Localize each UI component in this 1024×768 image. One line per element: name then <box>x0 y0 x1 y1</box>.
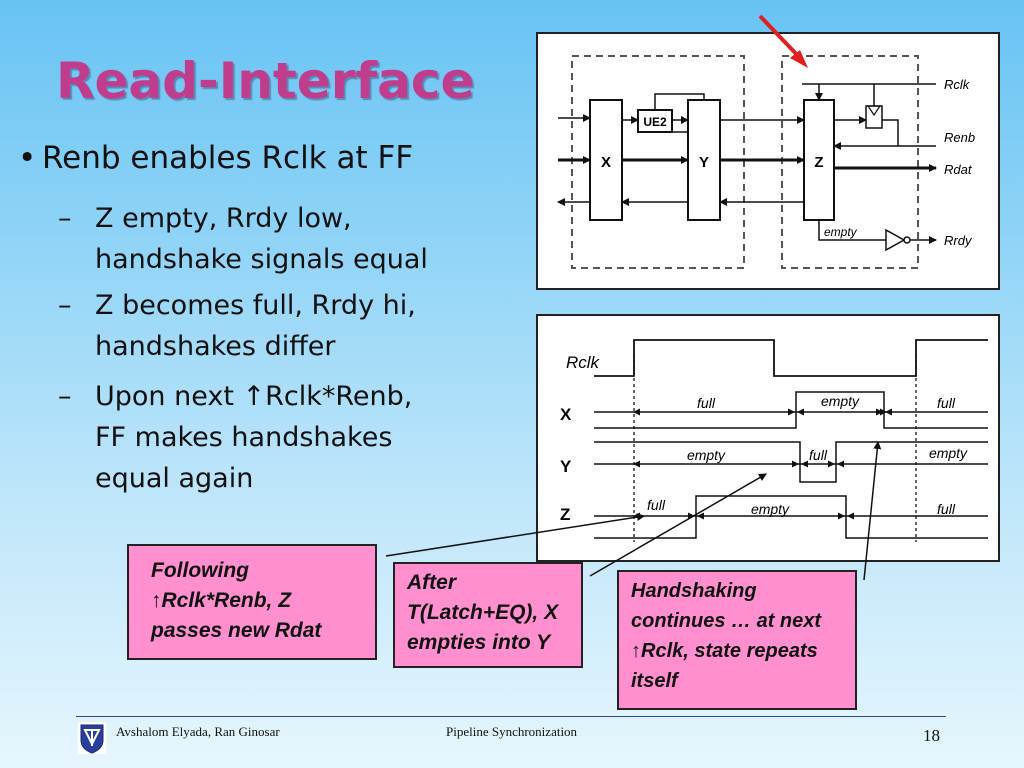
inverter-icon <box>885 228 906 252</box>
stage-boundary-right <box>781 55 919 269</box>
timing-row-y: Y <box>560 457 572 476</box>
subbullet-dash: – <box>58 290 72 321</box>
callout-3-line-2: continues … at next <box>631 610 822 632</box>
timing-row-rclk: Rclk <box>566 353 601 372</box>
block-y-label: Y <box>699 154 709 171</box>
callout-2-line-2: T(Latch+EQ), X <box>407 601 559 624</box>
timing-diagram-panel: Rclk X full empty full Y empty full empt… <box>536 314 1000 562</box>
block-x <box>589 99 623 221</box>
subbullet-dash: – <box>58 381 72 412</box>
callout-1-line-1: Following <box>151 559 249 582</box>
circuit-diagram: X Y Z UE2 Rclk Renb <box>557 55 975 269</box>
callout-3-line-1: Handshaking <box>631 580 757 602</box>
timing-z-state-2: empty <box>751 501 790 517</box>
slide-footer: Avshalom Elyada, Ran Ginosar Pipeline Sy… <box>76 716 946 756</box>
red-pointer-arrow-icon <box>758 14 808 68</box>
timing-y-state-1: empty <box>687 447 726 463</box>
subbullet-1-line-2: handshake signals equal <box>95 244 428 275</box>
timing-diagram: Rclk X full empty full Y empty full empt… <box>560 339 988 542</box>
block-ue2-label: UE2 <box>643 115 667 129</box>
slide-title: Read-Interface <box>56 52 475 110</box>
callout-1-line-3: passes new Rdat <box>151 619 322 642</box>
callout-handshaking: Handshaking continues … at next ↑Rclk, s… <box>617 570 857 710</box>
callout-2-line-3: empties into Y <box>407 631 551 654</box>
callout-after: After T(Latch+EQ), X empties into Y <box>393 562 583 668</box>
callout-3-line-3: ↑Rclk, state repeats <box>631 640 818 662</box>
subbullet-3-line-2: FF makes handshakes <box>95 422 393 453</box>
signal-rrdy-label: Rrdy <box>944 233 973 248</box>
timing-y-state-2: full <box>809 447 828 463</box>
block-x-label: X <box>601 154 611 171</box>
signal-renb-label: Renb <box>944 130 975 145</box>
timing-x-state-1: full <box>697 395 716 411</box>
footer-topic: Pipeline Synchronization <box>446 724 578 739</box>
timing-x-state-3: full <box>937 395 956 411</box>
footer-authors: Avshalom Elyada, Ran Ginosar <box>116 724 280 739</box>
bullet-main: •Renb enables Rclk at FF <box>18 140 413 176</box>
subbullet-2-line-1: Z becomes full, Rrdy hi, <box>95 290 416 321</box>
bullet-main-text: Renb enables Rclk at FF <box>42 140 414 176</box>
callout-2-line-1: After <box>407 571 457 594</box>
footer-page-number: 18 <box>923 726 940 745</box>
callout-1-line-2: ↑Rclk*Renb, Z <box>151 589 292 612</box>
block-z-label: Z <box>814 154 823 171</box>
signal-empty-label: empty <box>824 225 858 239</box>
subbullet-2-line-2: handshakes differ <box>95 331 336 362</box>
subbullet-dash: – <box>58 203 72 234</box>
subbullet-3-line-1: Upon next ↑Rclk*Renb, <box>95 381 413 412</box>
flip-flop <box>865 105 883 129</box>
timing-z-state-3: full <box>937 501 956 517</box>
timing-row-z: Z <box>560 505 570 524</box>
signal-rdat-label: Rdat <box>944 162 973 177</box>
timing-x-state-2: empty <box>821 393 860 409</box>
bullet-dot-icon: • <box>18 140 37 176</box>
subbullet-3-line-3: equal again <box>95 463 254 494</box>
footer-rule <box>76 716 946 717</box>
stage-boundary-left <box>571 55 745 269</box>
circuit-diagram-panel: X Y Z UE2 Rclk Renb <box>536 32 1000 290</box>
timing-z-state-1: full <box>647 497 666 513</box>
timing-y-state-3: empty <box>929 445 968 461</box>
callout-following: Following ↑Rclk*Renb, Z passes new Rdat <box>127 544 377 660</box>
callout-3-line-4: itself <box>631 670 678 692</box>
timing-row-x: X <box>560 405 572 424</box>
technion-logo-icon <box>78 722 106 754</box>
signal-rclk-label: Rclk <box>944 77 971 92</box>
subbullet-1-line-1: Z empty, Rrdy low, <box>95 203 352 234</box>
